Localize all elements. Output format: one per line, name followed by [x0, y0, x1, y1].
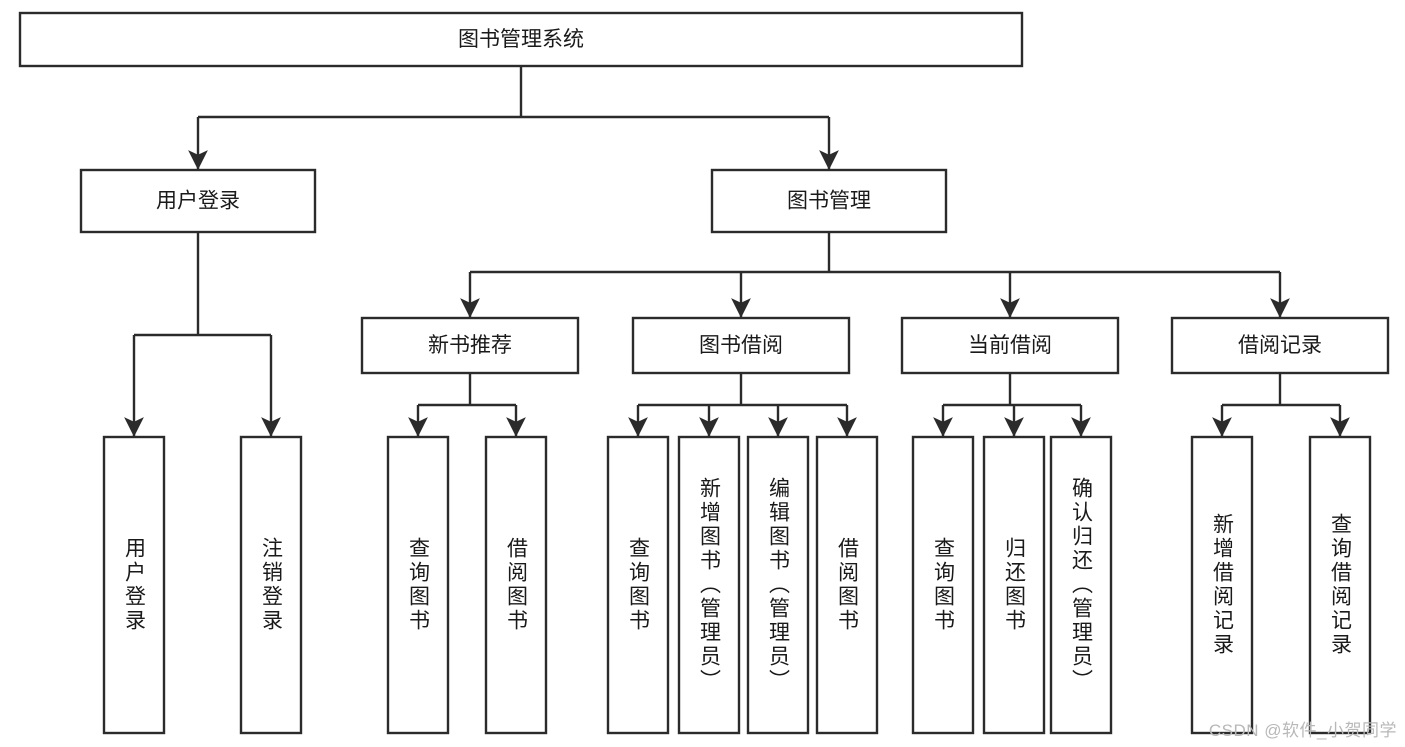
node-box-root-system: [18, 11, 1024, 68]
node-leaf-query-book-1[interactable]: 查询图书: [386, 435, 450, 735]
node-box-leaf-edit-book: [746, 435, 810, 735]
node-layer: 图书管理系统用户登录图书管理新书推荐图书借阅当前借阅借阅记录用户登录注销登录查询…: [18, 11, 1390, 735]
node-book-management[interactable]: 图书管理: [710, 168, 948, 234]
node-leaf-return-book[interactable]: 归还图书: [982, 435, 1046, 735]
node-label-leaf-confirm-return: 确认归还（管理员）: [1069, 477, 1093, 693]
node-box-leaf-query-record: [1308, 435, 1372, 735]
node-label-root-system: 图书管理系统: [458, 28, 584, 51]
node-label-wrap-leaf-query-record: 查询借阅记录: [1328, 513, 1352, 657]
node-label-wrap-leaf-logout: 注销登录: [259, 537, 283, 633]
node-box-leaf-borrow-book-2: [815, 435, 879, 735]
node-label-leaf-logout: 注销登录: [259, 537, 283, 633]
node-box-leaf-logout: [239, 435, 303, 735]
node-label-wrap-leaf-add-record: 新增借阅记录: [1210, 513, 1234, 657]
node-label-wrap-leaf-query-book-3: 查询图书: [931, 537, 955, 633]
node-box-leaf-return-book: [982, 435, 1046, 735]
node-label-leaf-query-book-2: 查询图书: [626, 537, 650, 633]
node-box-book-borrow: [631, 316, 851, 375]
node-leaf-confirm-return[interactable]: 确认归还（管理员）: [1049, 435, 1113, 735]
node-label-leaf-borrow-book-2: 借阅图书: [835, 537, 859, 633]
node-label-leaf-add-record: 新增借阅记录: [1210, 513, 1234, 657]
node-label-wrap-leaf-borrow-book-1: 借阅图书: [504, 537, 528, 633]
node-label-book-borrow: 图书借阅: [699, 334, 783, 357]
node-label-current-borrow: 当前借阅: [968, 334, 1052, 357]
node-box-leaf-user-login: [102, 435, 166, 735]
node-label-book-management: 图书管理: [787, 190, 871, 213]
node-label-wrap-leaf-return-book: 归还图书: [1002, 537, 1026, 633]
node-label-wrap-leaf-edit-book: 编辑图书（管理员）: [766, 477, 790, 693]
node-box-new-book-recommend: [360, 316, 580, 375]
node-box-leaf-query-book-3: [911, 435, 975, 735]
node-label-leaf-user-login: 用户登录: [122, 537, 146, 633]
node-label-leaf-return-book: 归还图书: [1002, 537, 1026, 633]
node-book-borrow[interactable]: 图书借阅: [631, 316, 851, 375]
node-label-leaf-add-book: 新增图书（管理员）: [697, 477, 721, 693]
node-leaf-borrow-book-2[interactable]: 借阅图书: [815, 435, 879, 735]
node-label-leaf-borrow-book-1: 借阅图书: [504, 537, 528, 633]
node-label-wrap-leaf-query-book-1: 查询图书: [406, 537, 430, 633]
node-label-wrap-leaf-query-book-2: 查询图书: [626, 537, 650, 633]
node-box-leaf-add-record: [1190, 435, 1254, 735]
node-leaf-query-book-2[interactable]: 查询图书: [606, 435, 670, 735]
node-label-wrap-leaf-add-book: 新增图书（管理员）: [697, 477, 721, 693]
node-box-leaf-borrow-book-1: [484, 435, 548, 735]
node-label-user-login: 用户登录: [156, 190, 240, 213]
node-box-leaf-add-book: [677, 435, 741, 735]
node-box-leaf-query-book-1: [386, 435, 450, 735]
node-leaf-add-record[interactable]: 新增借阅记录: [1190, 435, 1254, 735]
node-leaf-query-book-3[interactable]: 查询图书: [911, 435, 975, 735]
node-new-book-recommend[interactable]: 新书推荐: [360, 316, 580, 375]
node-label-wrap-leaf-user-login: 用户登录: [122, 537, 146, 633]
node-label-new-book-recommend: 新书推荐: [428, 334, 512, 357]
node-box-borrow-record: [1170, 316, 1390, 375]
connector-layer: [124, 66, 1350, 437]
node-leaf-add-book[interactable]: 新增图书（管理员）: [677, 435, 741, 735]
node-label-wrap-leaf-borrow-book-2: 借阅图书: [835, 537, 859, 633]
node-user-login[interactable]: 用户登录: [79, 168, 317, 234]
node-label-leaf-query-record: 查询借阅记录: [1328, 513, 1352, 657]
csdn-watermark: CSDN @软件_小贺同学: [1208, 721, 1397, 740]
node-box-leaf-confirm-return: [1049, 435, 1113, 735]
node-borrow-record[interactable]: 借阅记录: [1170, 316, 1390, 375]
node-leaf-borrow-book-1[interactable]: 借阅图书: [484, 435, 548, 735]
node-label-borrow-record: 借阅记录: [1238, 334, 1322, 357]
node-leaf-user-login[interactable]: 用户登录: [102, 435, 166, 735]
node-leaf-logout[interactable]: 注销登录: [239, 435, 303, 735]
node-root-system[interactable]: 图书管理系统: [18, 11, 1024, 68]
node-current-borrow[interactable]: 当前借阅: [900, 316, 1120, 375]
node-label-leaf-query-book-3: 查询图书: [931, 537, 955, 633]
node-box-leaf-query-book-2: [606, 435, 670, 735]
node-leaf-query-record[interactable]: 查询借阅记录: [1308, 435, 1372, 735]
node-label-leaf-query-book-1: 查询图书: [406, 537, 430, 633]
node-box-book-management: [710, 168, 948, 234]
node-label-leaf-edit-book: 编辑图书（管理员）: [766, 477, 790, 693]
node-box-user-login: [79, 168, 317, 234]
node-leaf-edit-book[interactable]: 编辑图书（管理员）: [746, 435, 810, 735]
node-label-wrap-leaf-confirm-return: 确认归还（管理员）: [1069, 477, 1093, 693]
node-box-current-borrow: [900, 316, 1120, 375]
